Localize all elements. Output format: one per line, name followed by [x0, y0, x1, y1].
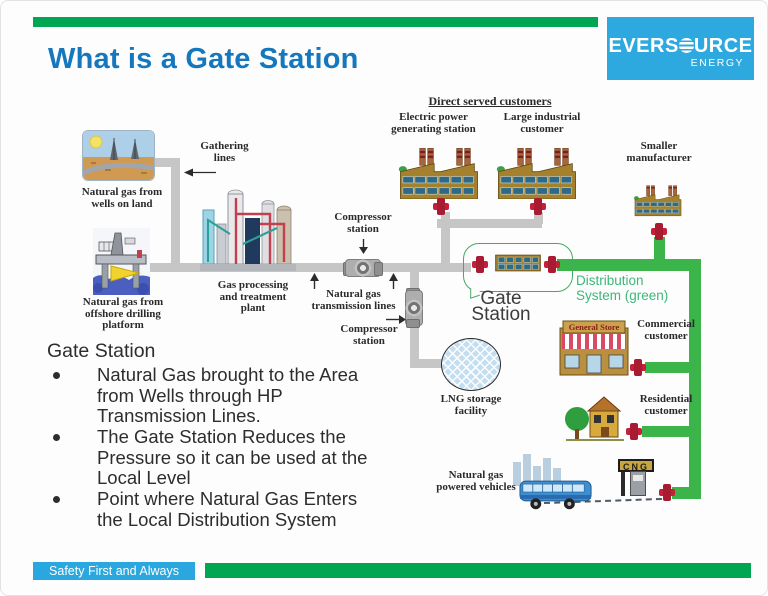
residential-house-art — [565, 396, 624, 441]
pipe-distribution-main — [557, 259, 701, 271]
header-green-bar — [33, 17, 598, 27]
pipe-direct-customers-horizontal — [437, 219, 542, 228]
lng-storage-sphere — [441, 338, 501, 391]
label-commercial-customer: Commercial customer — [637, 318, 695, 342]
bullet-dot — [53, 372, 60, 379]
pipe-commercial-branch — [645, 362, 691, 373]
skyline-art — [513, 454, 561, 486]
bullet-dot — [53, 434, 60, 441]
bullet-item: Point where Natural Gas Enters the Local… — [53, 488, 423, 530]
bus-image — [518, 471, 597, 511]
bullet-dot — [53, 496, 60, 503]
pipe-wells-horizontal — [151, 158, 180, 167]
logo-text-left: EVERS — [608, 35, 679, 57]
label-electric-power: Electric power generating station — [391, 111, 476, 135]
pipe-distribution-trunk — [689, 259, 701, 499]
processing-plant-art — [200, 189, 296, 271]
offshore-platform-image — [93, 228, 150, 295]
bullets-heading: Gate Station — [47, 340, 156, 362]
compressor-1-arrow-icon — [359, 239, 368, 254]
smaller-manufacturer-image — [634, 177, 682, 223]
gathering-lines-arrow-icon — [184, 168, 216, 177]
logo-energy-text: ENERGY — [690, 57, 744, 69]
valve-residential-icon — [625, 423, 643, 440]
offshore-platform-art — [93, 228, 150, 295]
compressor-station-1-icon — [343, 256, 383, 280]
pipe-direct-customers-riser — [441, 212, 450, 268]
label-gate-station: Gate Station — [471, 288, 531, 325]
transmission-line-arrow-left-icon — [310, 273, 319, 289]
valve-smaller-manufacturer-icon — [650, 223, 668, 240]
valve-electric-power-icon — [432, 198, 450, 215]
transmission-line-arrow-right-icon — [389, 273, 398, 289]
electric-power-station-image — [398, 146, 480, 200]
general-store-art: General Store — [559, 320, 629, 376]
valve-commercial-icon — [629, 359, 647, 376]
city-skyline-image — [513, 454, 568, 486]
label-offshore-platform: Natural gas from offshore drilling platf… — [82, 296, 164, 331]
valve-cng-icon — [658, 484, 676, 501]
pipe-main-transmission — [148, 263, 471, 272]
bus-art — [519, 480, 592, 510]
pipe-cng-branch — [672, 487, 691, 499]
compressor-2-arrow-icon — [386, 315, 406, 324]
label-large-industrial: Large industrial customer — [503, 111, 581, 135]
wells-on-land-art — [83, 131, 154, 180]
label-smaller-manufacturer: Smaller manufacturer — [626, 140, 692, 164]
label-lng-storage: LNG storage facility — [440, 393, 502, 417]
pipe-lng-horizontal — [410, 359, 446, 368]
pipe-left-vertical — [171, 158, 180, 268]
label-processing-plant: Gas processing and treatment plant — [217, 279, 289, 314]
factory-art — [634, 185, 682, 217]
bullet-item: Natural Gas brought to the Area from Wel… — [53, 364, 423, 427]
eversource-logo: EVERS URCE ENERGY — [607, 17, 754, 80]
eversource-globe-o-icon — [678, 38, 694, 53]
factory-art — [398, 148, 478, 200]
label-compressor-station-1: Compressor station — [334, 211, 392, 235]
valve-large-industrial-icon — [529, 198, 547, 215]
label-wells-on-land: Natural gas from wells on land — [81, 186, 163, 210]
label-powered-vehicles: Natural gas powered vehicles — [436, 469, 516, 493]
general-store-sign-text: General Store — [569, 322, 620, 332]
gate-station-outline — [463, 243, 573, 292]
logo-text-right: URCE — [693, 35, 753, 57]
bullet-item: The Gate Station Reduces the Pressure so… — [53, 426, 423, 489]
bullet-text-1: Natural Gas brought to the Area from Wel… — [97, 364, 359, 426]
footer-safety-badge: Safety First and Always — [33, 562, 195, 580]
label-distribution-system: Distribution System (green) — [576, 273, 669, 303]
pipe-industrial-stub — [534, 212, 543, 224]
page-title: What is a Gate Station — [48, 43, 359, 75]
general-store-image: General Store — [559, 319, 629, 376]
pipe-residential-branch — [642, 426, 691, 437]
cng-fuel-pump — [630, 471, 646, 496]
large-industrial-image — [496, 146, 578, 200]
label-direct-served-customers: Direct served customers — [428, 94, 552, 108]
processing-plant-image — [200, 184, 296, 272]
cng-sign-pole — [621, 472, 625, 496]
label-compressor-station-2: Compressor station — [340, 323, 398, 347]
wells-on-land-image — [82, 130, 155, 181]
residential-house-image — [564, 389, 626, 443]
label-gathering-lines: Gathering lines — [200, 140, 249, 164]
factory-art — [496, 148, 576, 200]
bullet-text-3: Point where Natural Gas Enters the Local… — [97, 488, 358, 530]
pipe-manufacturer-branch — [654, 237, 665, 263]
bullet-text-2: The Gate Station Reduces the Pressure so… — [97, 426, 368, 488]
label-residential-customer: Residential customer — [639, 393, 693, 417]
eversource-wordmark: EVERS URCE — [607, 35, 754, 58]
label-transmission-lines: Natural gas transmission lines — [311, 288, 396, 312]
footer-green-bar — [205, 563, 751, 578]
